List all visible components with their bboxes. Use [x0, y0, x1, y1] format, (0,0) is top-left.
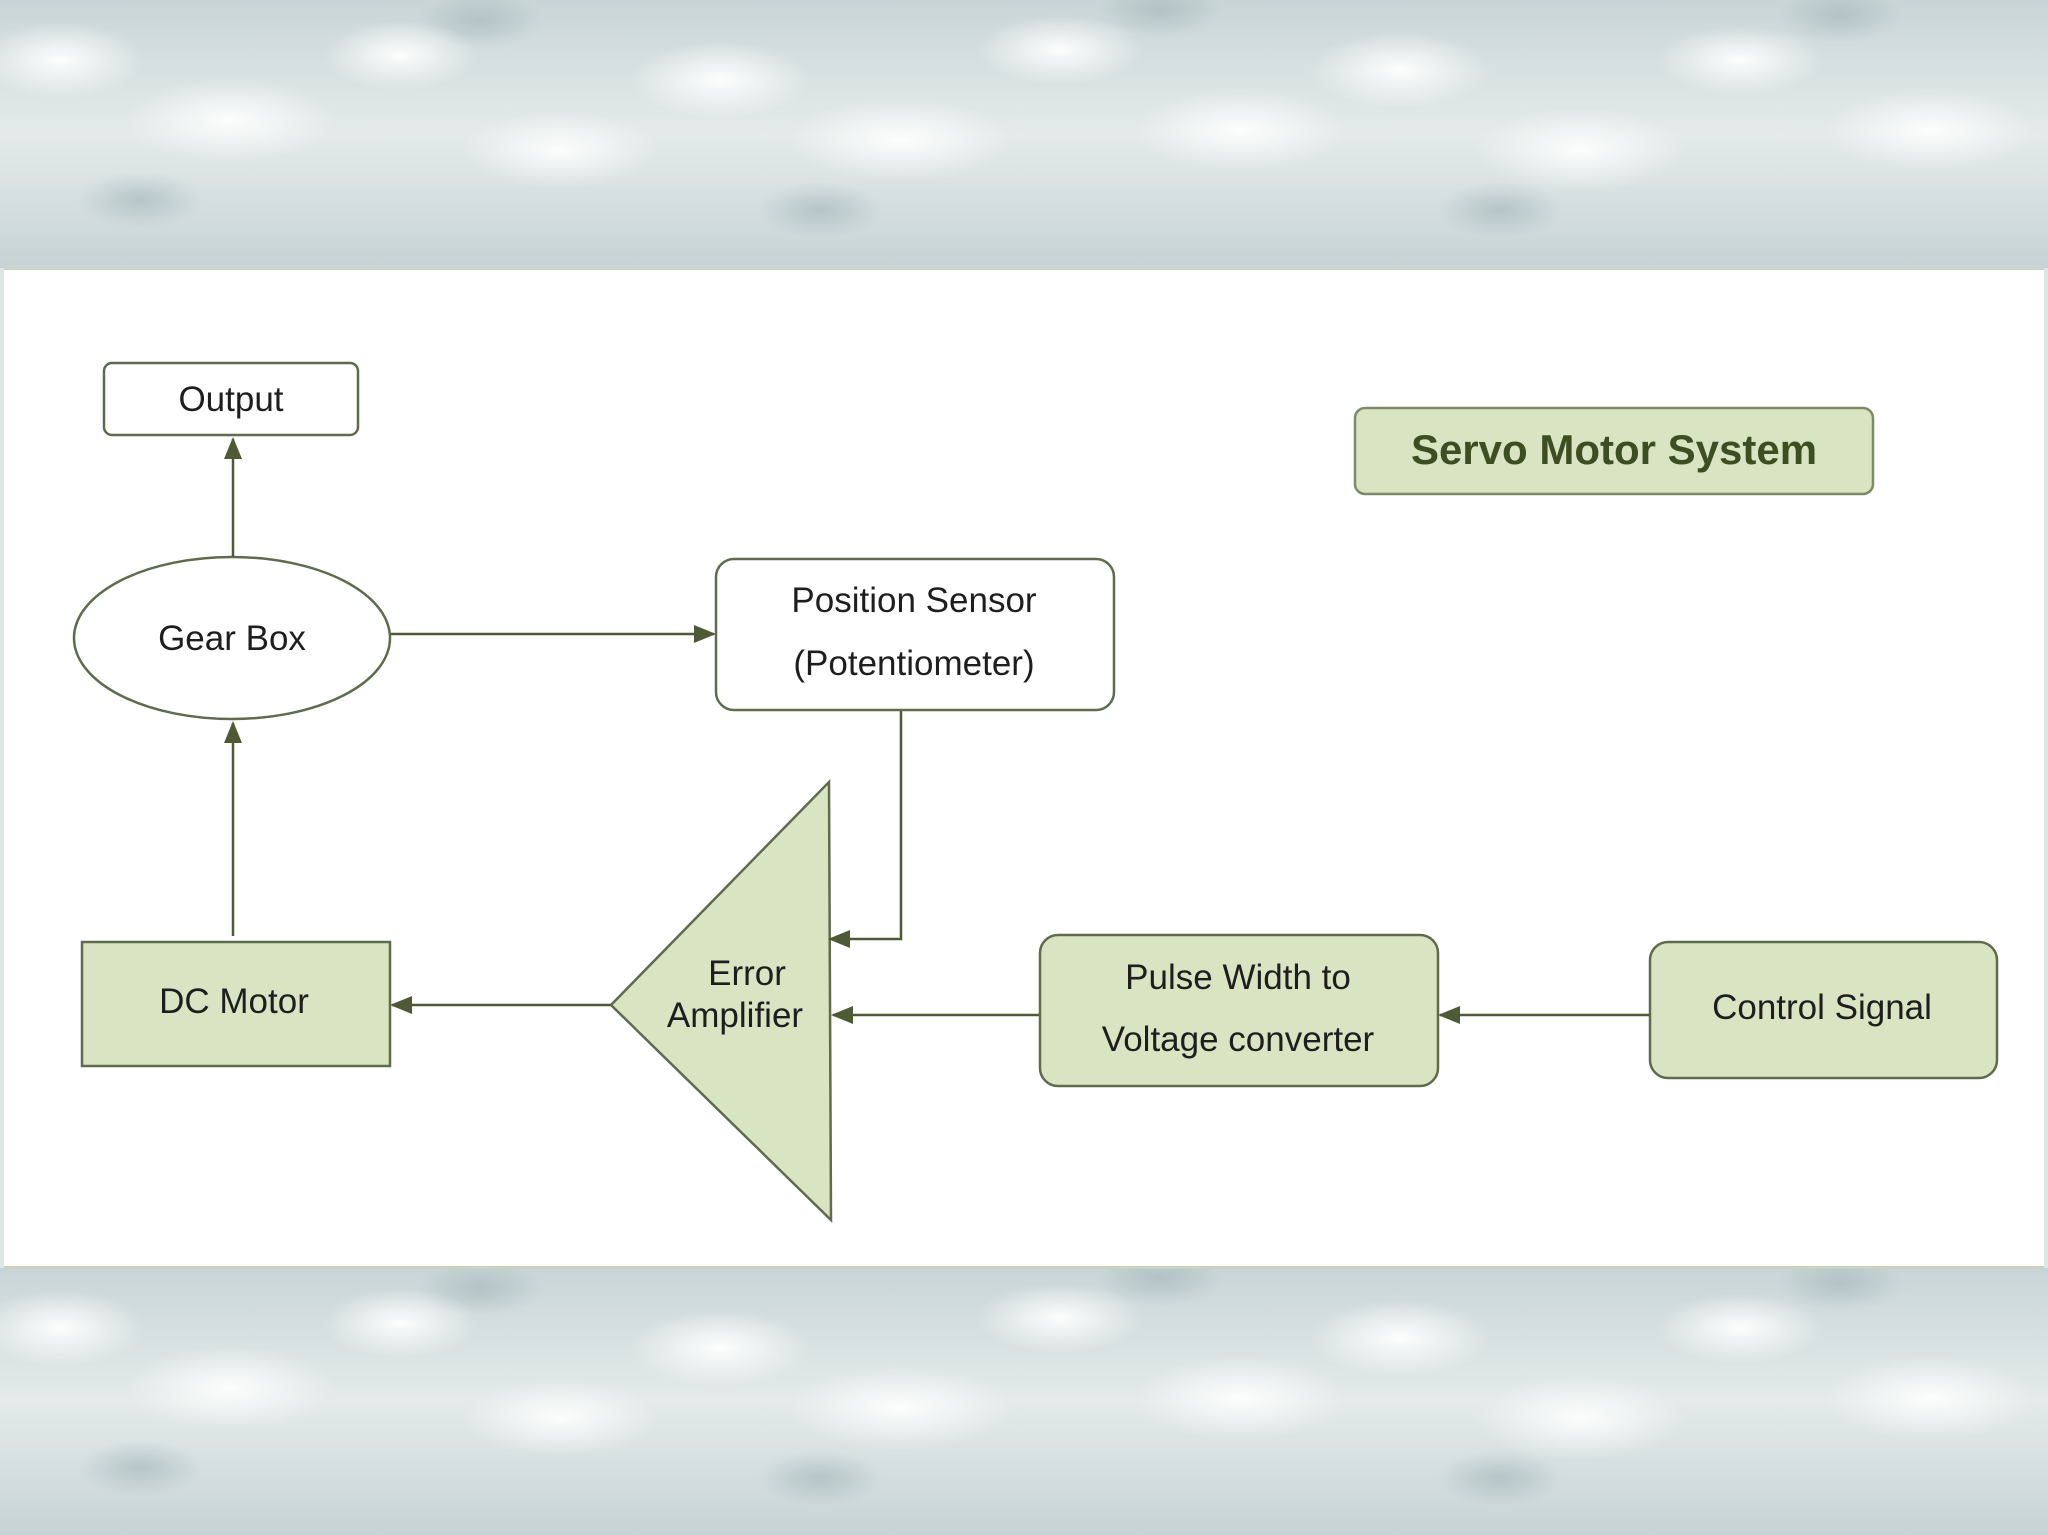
pulse-width-converter-node: Pulse Width to Voltage converter	[1038, 933, 1440, 1088]
gear-box-label: Gear Box	[158, 619, 306, 658]
gear-box-node: Gear Box	[72, 555, 392, 721]
control-signal-label: Control Signal	[1712, 988, 1932, 1027]
cloud-background-bottom	[0, 1268, 2048, 1535]
position-sensor-label-line2: (Potentiometer)	[793, 644, 1034, 683]
output-label: Output	[178, 380, 283, 419]
error-amplifier-label-line1: Error	[708, 954, 786, 993]
pulse-width-label-line2: Voltage converter	[1102, 1020, 1375, 1059]
dc-motor-label: DC Motor	[159, 982, 309, 1021]
control-signal-node: Control Signal	[1648, 940, 1999, 1080]
cloud-background-top	[0, 0, 2048, 268]
dc-motor-node: DC Motor	[80, 940, 392, 1068]
pulse-width-label-line1: Pulse Width to	[1125, 958, 1351, 997]
position-sensor-node: Position Sensor (Potentiometer)	[714, 557, 1116, 712]
error-amplifier-node: Error Amplifier	[609, 778, 833, 1223]
arrow-sensor-to-amplifier	[828, 711, 903, 948]
title-box: Servo Motor System	[1353, 406, 1875, 496]
diagram-title: Servo Motor System	[1411, 426, 1817, 473]
position-sensor-label-line1: Position Sensor	[791, 581, 1036, 620]
error-amplifier-label-line2: Amplifier	[667, 996, 803, 1035]
output-node: Output	[102, 361, 360, 437]
